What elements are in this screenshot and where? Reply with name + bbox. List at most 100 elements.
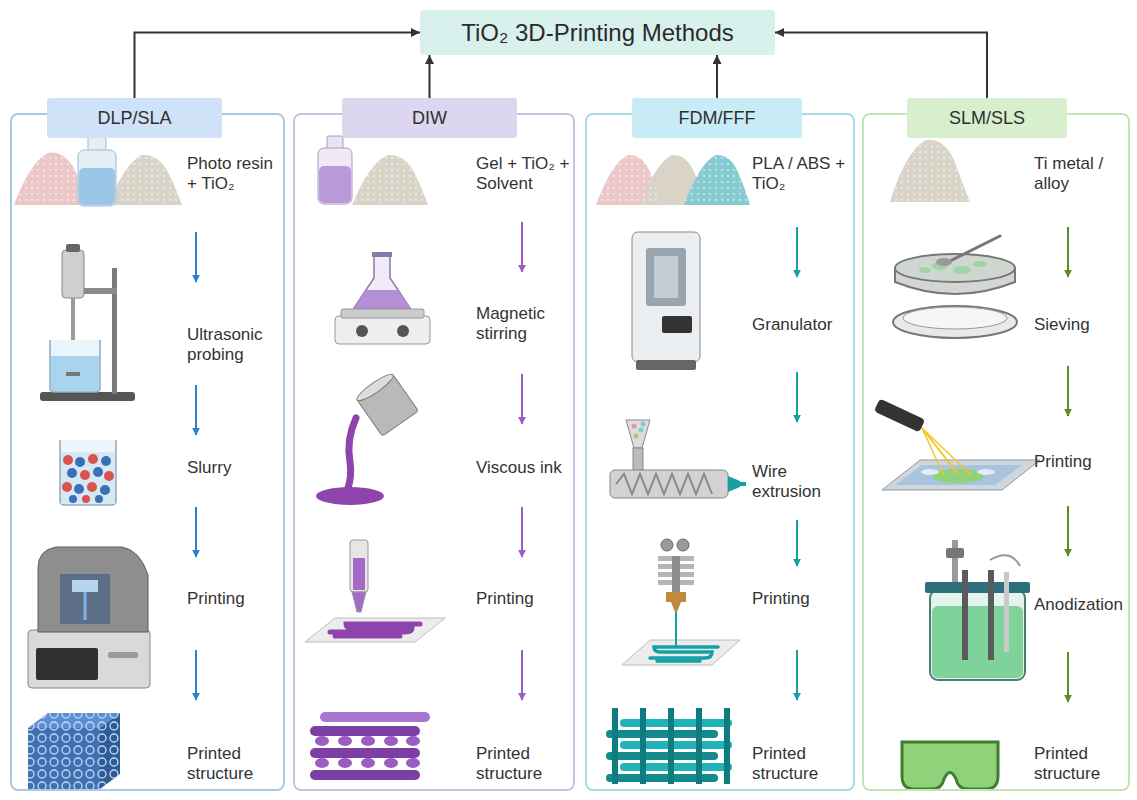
ultrasonic-homogenizer — [51, 356, 99, 391]
step-label: Slurry — [187, 458, 285, 478]
magnetic-stirrer — [335, 316, 430, 344]
resin-printer — [36, 648, 98, 680]
lattice-structure — [612, 708, 618, 784]
step-arrow — [521, 374, 523, 424]
ink-nozzle — [350, 540, 368, 592]
sieve-stack — [936, 258, 952, 266]
wire-extruder — [633, 448, 643, 470]
slurry-beaker — [101, 456, 111, 466]
sieve-stack — [893, 306, 1017, 338]
step-label: Ultrasonic probing — [187, 325, 285, 366]
slurry-beaker — [69, 495, 77, 503]
laser-printing — [977, 469, 995, 475]
slurry-beaker — [82, 495, 90, 503]
granulator — [636, 360, 696, 370]
step-arrow — [1067, 366, 1069, 416]
resin-bottle — [78, 137, 116, 206]
method-name: SLM/SLS — [949, 108, 1025, 129]
sieve-stack — [903, 307, 1007, 329]
slurry-beaker — [75, 457, 85, 467]
woodpile-structure — [310, 748, 420, 758]
step-arrow — [796, 227, 798, 277]
anodization-cell — [1004, 572, 1009, 652]
printed-part — [902, 742, 998, 789]
anodization-cell — [932, 606, 1023, 678]
ultrasonic-homogenizer — [112, 268, 117, 394]
sieve-stack — [893, 236, 1017, 338]
anodization-cell — [930, 590, 1025, 680]
sieve-stack — [919, 267, 931, 273]
wire-extruder — [728, 476, 740, 492]
anodization-cell — [990, 555, 1020, 566]
step-label: Gel + TiO₂ + Solvent — [476, 154, 573, 195]
method-panel: Ti metal / alloySievingPrintingAnodizati… — [862, 113, 1130, 791]
lattice-structure — [606, 708, 732, 784]
pouring-can — [316, 487, 384, 505]
step-label: Printing — [752, 589, 850, 609]
woodpile-structure — [361, 736, 375, 746]
powder-pile — [890, 140, 970, 202]
woodpile-structure — [310, 770, 420, 780]
step-arrow — [521, 507, 523, 557]
anodization-cell — [946, 548, 964, 558]
resin-bottle — [79, 168, 115, 205]
step-arrow — [796, 650, 798, 700]
granulator — [646, 248, 686, 306]
fdm-printhead — [622, 640, 740, 665]
fdm-printhead — [661, 539, 673, 551]
laser-printing — [874, 399, 1040, 490]
magnetic-stirrer — [372, 252, 392, 257]
anodization-cell — [925, 582, 1030, 593]
anodization-cell — [962, 570, 968, 660]
slurry-beaker — [60, 440, 116, 505]
pouring-can — [316, 371, 418, 505]
step-label: Ti metal / alloy — [1034, 154, 1128, 195]
woodpile-structure — [384, 736, 398, 746]
laser-printing — [921, 469, 939, 475]
sieve-stack — [948, 236, 1000, 262]
laser-printing — [922, 428, 944, 476]
foam-cube — [28, 713, 120, 789]
wire-extruder — [610, 420, 746, 498]
lattice-structure — [696, 708, 702, 784]
woodpile-structure — [310, 712, 430, 780]
fdm-printhead — [657, 659, 700, 663]
slurry-beaker — [63, 455, 73, 465]
step-arrow — [521, 222, 523, 272]
step-label: Anodization — [1034, 595, 1128, 615]
ultrasonic-homogenizer — [40, 392, 135, 401]
powder-pile — [352, 155, 428, 205]
step-arrow — [796, 372, 798, 422]
slurry-beaker — [61, 452, 115, 504]
powder-pile — [890, 140, 970, 202]
magnetic-stirrer — [354, 256, 410, 308]
powder-pile — [108, 155, 182, 205]
anodization-cell — [988, 570, 994, 660]
step-label: Printed structure — [752, 744, 850, 785]
lattice-structure — [620, 741, 732, 749]
method-name: FDM/FFF — [679, 108, 756, 129]
step-label: Viscous ink — [476, 458, 573, 478]
step-arrow — [796, 520, 798, 566]
title-box: TiO₂ 3D-Printing Methods — [420, 10, 775, 55]
fdm-printhead — [672, 556, 680, 592]
step-label: Granulator — [752, 315, 850, 335]
slurry-beaker — [80, 470, 90, 480]
step-label: Printed structure — [1034, 744, 1128, 785]
resin-printer — [72, 580, 98, 592]
resin-bottle — [78, 150, 116, 206]
step-label: Printed structure — [187, 744, 285, 785]
method-panel: PLA / ABS + TiO₂GranulatorWire extrusion… — [585, 113, 855, 791]
slurry-beaker — [74, 484, 84, 494]
magnetic-stirrer — [335, 252, 430, 344]
slurry-beaker — [93, 467, 103, 477]
ultrasonic-homogenizer — [66, 372, 80, 376]
fdm-printhead — [622, 539, 740, 665]
solvent-bottle — [319, 166, 351, 203]
resin-printer — [84, 592, 87, 620]
pouring-can — [348, 418, 356, 488]
anodization-cell — [925, 540, 1030, 680]
ultrasonic-homogenizer — [66, 244, 80, 252]
foam-cube — [100, 713, 120, 789]
step-arrow — [1067, 227, 1069, 277]
